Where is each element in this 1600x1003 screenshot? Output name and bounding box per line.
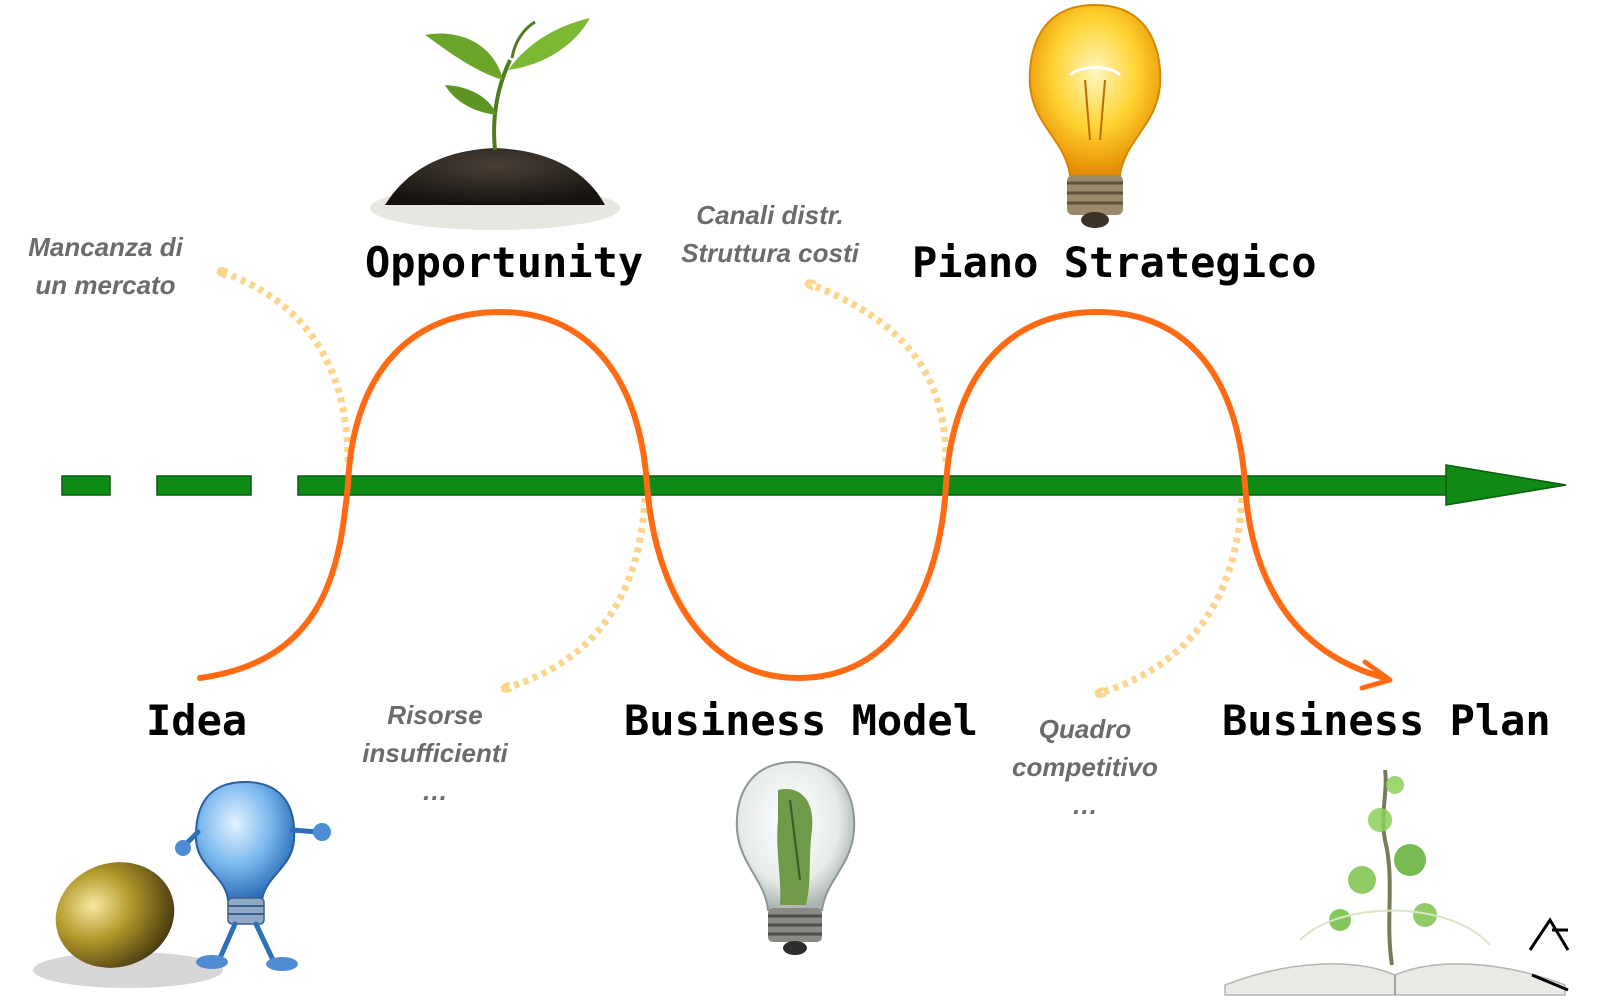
stage-label-business-model: Business Model	[624, 696, 979, 745]
book-with-tree-icon	[1224, 769, 1566, 996]
note-mancanza-mercato: Mancanza di un mercato	[8, 228, 203, 304]
note-line: insufficienti	[362, 738, 508, 768]
dotted-arrow-canali	[810, 284, 950, 463]
note-quadro-competitivo: Quadro competitivo …	[990, 710, 1180, 824]
stage-label-piano-strategico: Piano Strategico	[912, 238, 1317, 287]
stage-label-business-plan: Business Plan	[1222, 696, 1551, 745]
sprout-in-soil-icon	[370, 18, 620, 230]
stage-label-idea: Idea	[146, 696, 248, 745]
note-line: competitivo	[1012, 752, 1158, 782]
dotted-arrow-quadro	[1100, 497, 1246, 693]
dotted-arrow-risorse	[506, 497, 649, 688]
note-line: …	[422, 776, 448, 806]
note-line: Quadro	[1038, 714, 1132, 744]
timeline-dash-1	[61, 475, 111, 496]
note-line: Struttura costi	[681, 238, 859, 268]
timeline-dash-2	[156, 475, 252, 496]
note-line: Mancanza di	[28, 232, 183, 262]
gold-egg-icon	[33, 862, 223, 988]
money-lightbulb-icon	[735, 760, 856, 955]
lightbulb-character-icon	[175, 780, 331, 971]
wave-arrowhead	[1359, 659, 1393, 691]
process-wave	[197, 308, 1393, 691]
dotted-arrow-mercato	[222, 272, 352, 463]
logo-mark-icon	[1528, 917, 1570, 992]
stage-label-opportunity: Opportunity	[365, 238, 644, 287]
note-line: …	[1072, 790, 1098, 820]
note-canali-struttura: Canali distr. Struttura costi	[660, 196, 880, 272]
timeline-arrow	[61, 464, 1567, 506]
note-risorse-insufficienti: Risorse insufficienti …	[340, 696, 530, 810]
dotted-feedback-arrows	[222, 272, 1246, 693]
glowing-lightbulb-icon	[1028, 3, 1162, 228]
timeline-arrowhead	[1445, 464, 1567, 506]
note-line: un mercato	[35, 270, 176, 300]
timeline-shaft	[297, 475, 1449, 496]
note-line: Risorse	[387, 700, 483, 730]
note-line: Canali distr.	[696, 200, 844, 230]
wave-curve	[197, 308, 1388, 682]
